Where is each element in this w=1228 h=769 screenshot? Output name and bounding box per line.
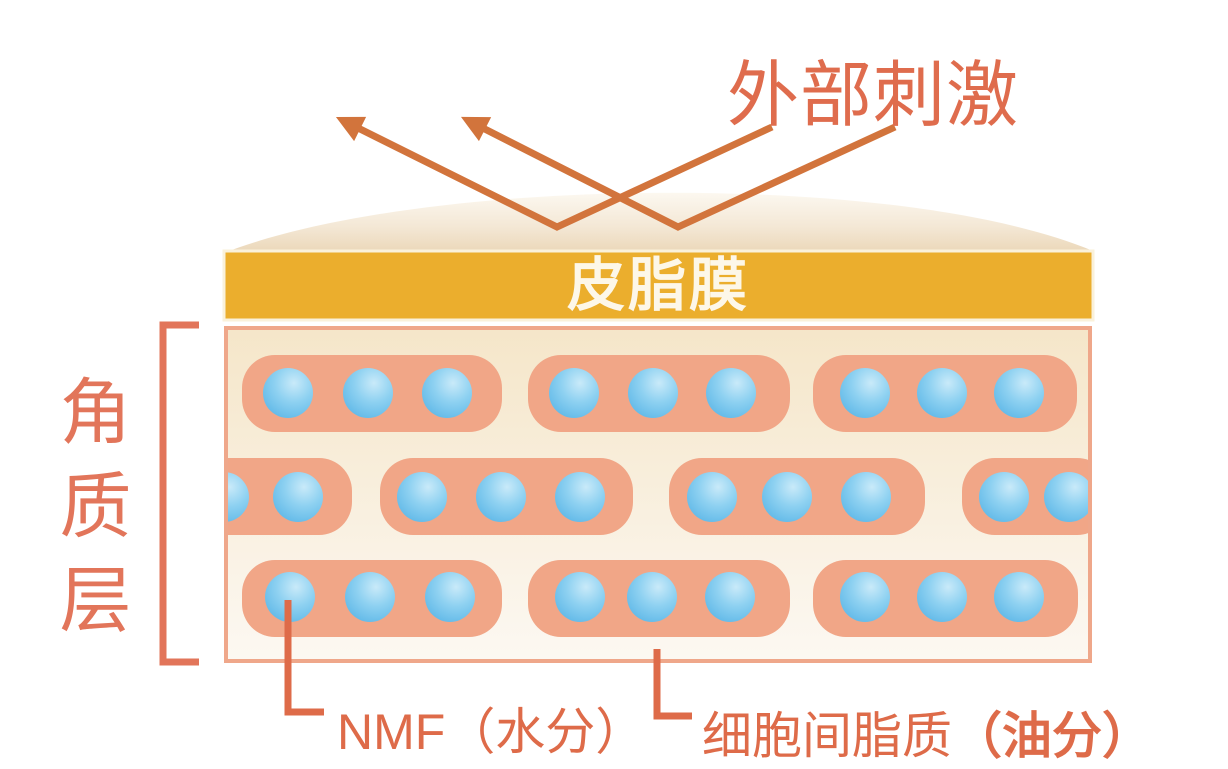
nmf-dot — [627, 572, 677, 622]
nmf-dot — [273, 472, 323, 522]
nmf-dot — [555, 472, 605, 522]
nmf-dot — [422, 368, 472, 418]
nmf-dot — [917, 368, 967, 418]
nmf-dot — [979, 472, 1029, 522]
lipid-label-text: 细胞间脂质 — [702, 708, 952, 764]
nmf-label: NMF（水分） — [337, 692, 645, 764]
reflected-arrow — [335, 116, 774, 231]
nmf-dot — [840, 572, 890, 622]
nmf-dot — [840, 368, 890, 418]
intercellular-lipid-label: 细胞间脂质（油分） — [702, 696, 1152, 768]
corneocyte-cell — [228, 458, 352, 535]
nmf-dot — [265, 572, 315, 622]
stratum-corneum-bracket — [159, 321, 199, 666]
nmf-dot — [549, 368, 599, 418]
nmf-label-text: NMF — [337, 704, 446, 760]
nmf-dot — [994, 368, 1044, 418]
stratum-corneum-label: 角质层 — [48, 374, 128, 656]
nmf-dot — [687, 472, 737, 522]
nmf-dot — [476, 472, 526, 522]
skin-surface-dome — [224, 192, 1093, 253]
nmf-dot — [705, 572, 755, 622]
lipid-leader-line — [653, 649, 692, 720]
nmf-dot — [345, 572, 395, 622]
nmf-leader-line — [284, 600, 324, 716]
nmf-dot — [228, 472, 249, 522]
nmf-label-paren: （水分） — [445, 704, 646, 760]
nmf-dot — [1044, 472, 1088, 522]
nmf-dots — [228, 368, 1088, 622]
nmf-dot — [397, 472, 447, 522]
reflected-arrows — [335, 116, 897, 231]
lipid-label-paren: （油分） — [952, 708, 1152, 764]
nmf-dot — [263, 368, 313, 418]
nmf-dot — [706, 368, 756, 418]
nmf-dot — [917, 572, 967, 622]
nmf-dot — [762, 472, 812, 522]
nmf-dot — [555, 572, 605, 622]
sebum-film-label: 皮脂膜 — [566, 253, 750, 318]
nmf-dot — [343, 368, 393, 418]
nmf-dot — [994, 572, 1044, 622]
nmf-dot — [841, 472, 891, 522]
reflected-arrow — [460, 116, 897, 231]
nmf-dot — [425, 572, 475, 622]
sebum-film-band — [222, 249, 1095, 322]
external-stimulus-title: 外部刺激 — [726, 56, 1019, 136]
nmf-dot — [628, 368, 678, 418]
